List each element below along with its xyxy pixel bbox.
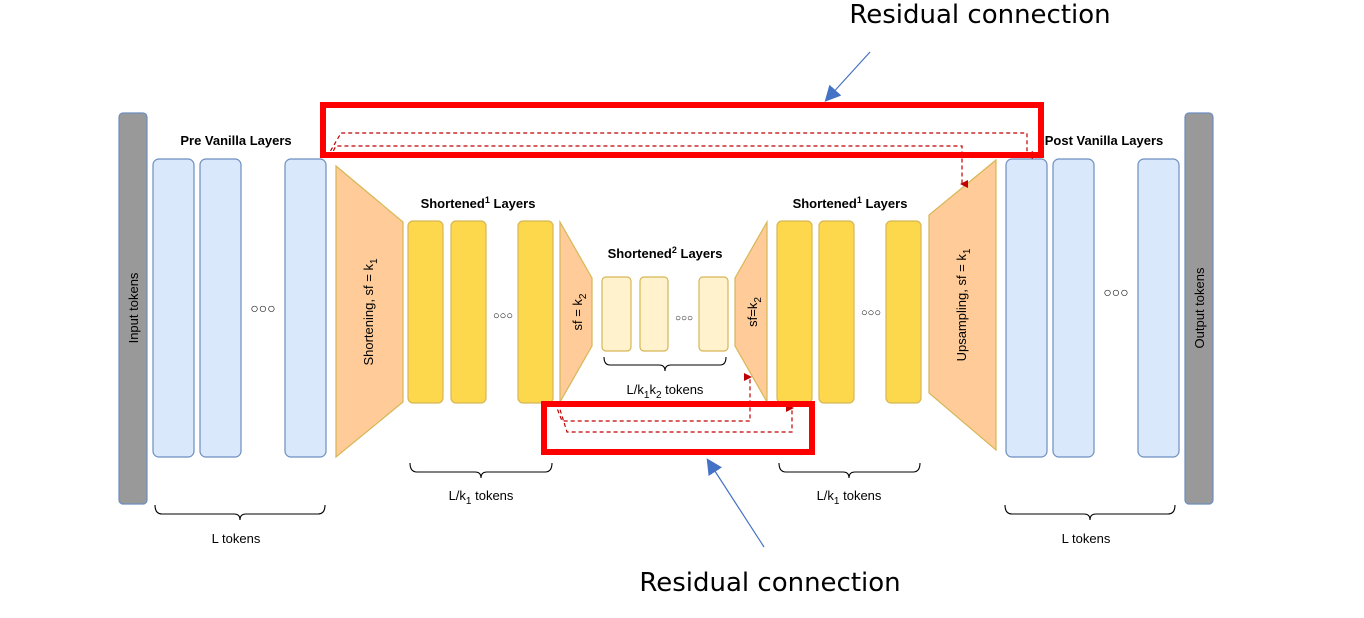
lk1-tokens-right-brace	[778, 462, 921, 479]
shortened1-left-layer-1	[407, 220, 444, 404]
l-tokens-left-label: L tokens	[212, 531, 261, 546]
lk1-tokens-right-label: L/k1 tokens	[817, 488, 882, 507]
shortening-label: Shortening, sf = k1	[361, 258, 380, 366]
shortened1-right-layer-2	[818, 220, 855, 404]
residual-top-inner-path	[329, 145, 968, 188]
output-tokens-label: Output tokens	[1192, 267, 1207, 348]
shortened1-right-layer-n	[885, 220, 922, 404]
post-vanilla-layer-1	[1005, 158, 1048, 458]
shortened1-left-layer-2	[450, 220, 487, 404]
l-tokens-right-label: L tokens	[1062, 531, 1111, 546]
residual-bottom-inner-path	[554, 373, 752, 422]
pre-vanilla-layer-1	[152, 158, 195, 458]
input-tokens-label: Input tokens	[126, 272, 141, 343]
post-vanilla-ellipsis: ○○○	[1103, 284, 1128, 300]
input-tokens-bar	[118, 112, 148, 505]
upsampling-k2-label: sf=k2	[745, 297, 764, 327]
bottom-callout-text: Residual connection	[639, 568, 900, 598]
shortened2-layer-2	[639, 276, 669, 352]
shortened1-left-layer-n	[517, 220, 554, 404]
residual-top-outer-path	[326, 132, 1033, 159]
lk1k2-tokens-brace	[603, 356, 727, 372]
pre-vanilla-layer-2	[199, 158, 242, 458]
pre-vanilla-ellipsis: ○○○	[250, 300, 275, 316]
shortening-k2-label: sf = k2	[570, 293, 589, 330]
shortened1-left-title: Shortened1 Layers	[421, 195, 536, 211]
post-vanilla-title: Post Vanilla Layers	[1045, 133, 1164, 148]
shortening-block	[335, 164, 404, 459]
output-tokens-bar	[1184, 112, 1214, 505]
shortened1-right-layer-1	[776, 220, 813, 404]
l-tokens-left-brace	[154, 504, 326, 521]
top-callout-arrow	[824, 51, 871, 102]
top-callout-text: Residual connection	[849, 0, 1110, 30]
lk1-tokens-left-label: L/k1 tokens	[449, 488, 514, 507]
upsampling-block	[928, 158, 997, 452]
shortened2-ellipsis: ○○○	[675, 313, 693, 324]
lk1k2-tokens-label: L/k1k2 tokens	[627, 382, 704, 401]
shortening-k2-block	[559, 219, 593, 405]
pre-vanilla-layer-n	[284, 158, 327, 458]
post-vanilla-layer-n	[1137, 158, 1180, 458]
residual-bottom-highlight	[541, 401, 815, 455]
shortened2-layer-1	[601, 276, 632, 352]
pre-vanilla-title: Pre Vanilla Layers	[180, 133, 291, 148]
shortened1-left-ellipsis: ○○○	[493, 310, 513, 322]
upsampling-k2-block	[734, 219, 768, 405]
shortened2-title: Shortened2 Layers	[608, 245, 723, 261]
lk1-tokens-left-brace	[409, 462, 553, 479]
shortened1-right-title: Shortened1 Layers	[793, 195, 908, 211]
post-vanilla-layer-2	[1052, 158, 1095, 458]
residual-top-highlight	[320, 102, 1044, 158]
shortened1-right-ellipsis: ○○○	[861, 307, 881, 319]
residual-bottom-outer-path	[557, 402, 794, 433]
shortened2-layer-n	[698, 276, 729, 352]
bottom-callout-arrow	[706, 458, 765, 548]
upsampling-label: Upsampling, sf = k1	[954, 248, 973, 361]
l-tokens-right-brace	[1004, 504, 1176, 521]
